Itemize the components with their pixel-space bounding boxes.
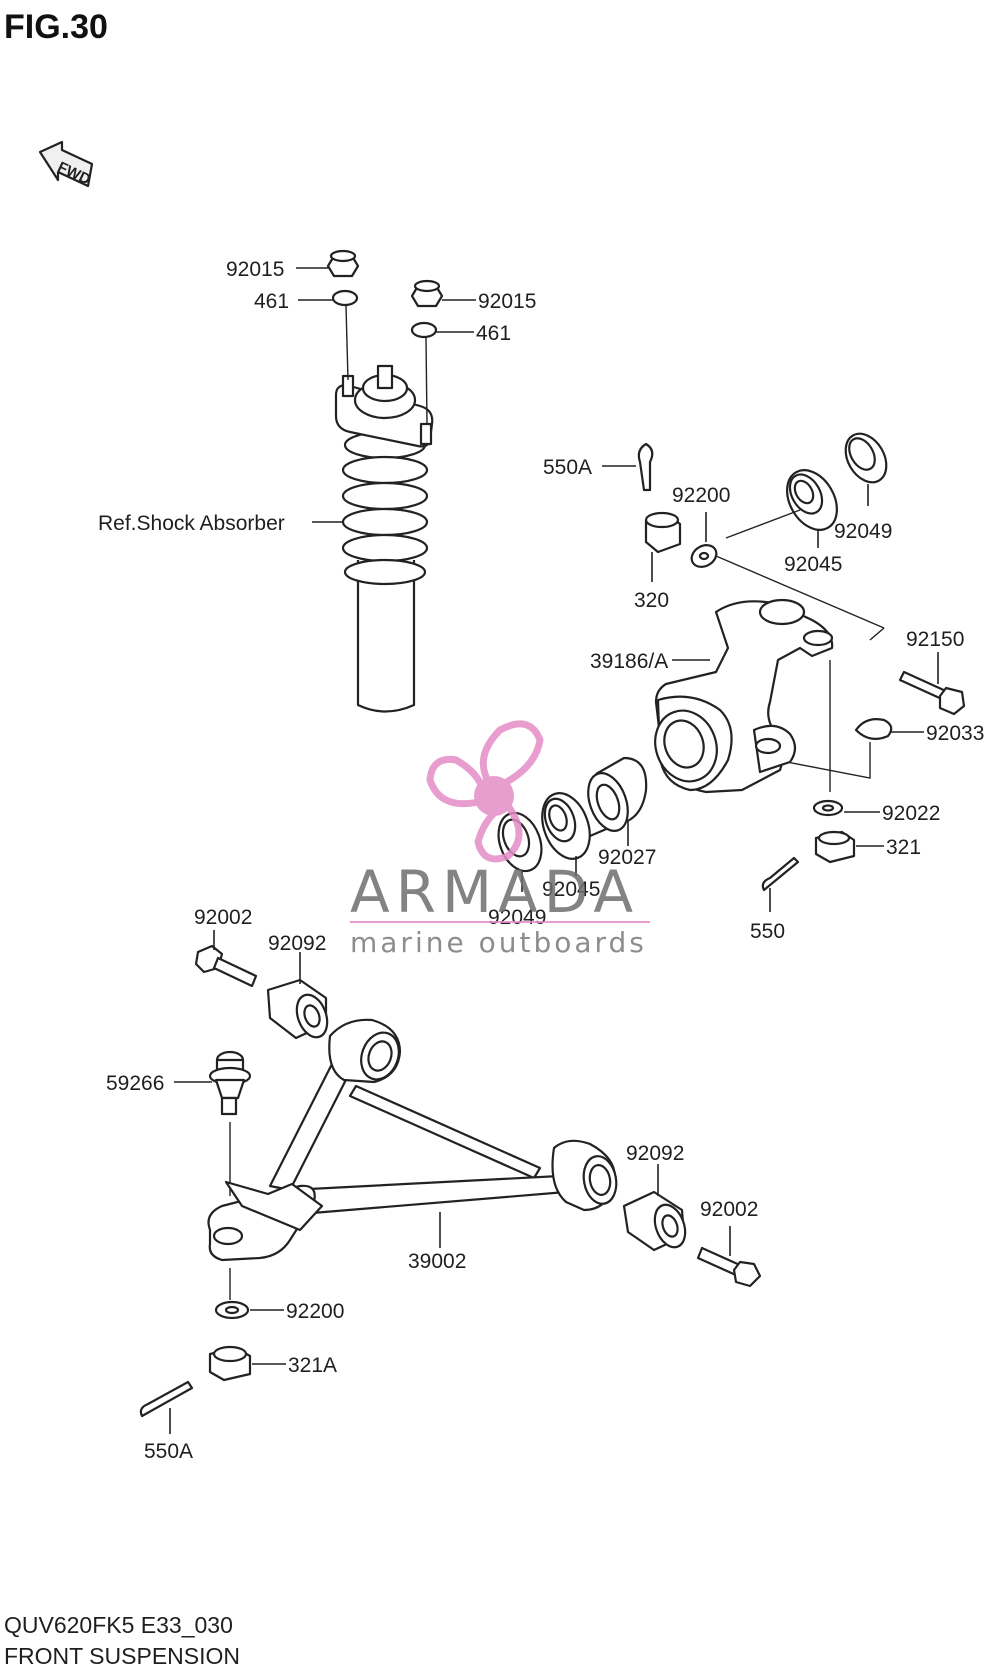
label-461-a: 461: [254, 290, 289, 313]
label-59266: 59266: [106, 1072, 164, 1095]
cotter-pin-550-illustration: [761, 856, 800, 892]
label-92150: 92150: [906, 628, 964, 651]
label-39186a: 39186/A: [590, 650, 668, 673]
label-shock-ref: Ref.Shock Absorber: [98, 512, 285, 535]
circlip-92033-illustration: [854, 718, 893, 741]
label-92049-bottom: 92049: [488, 906, 546, 929]
label-92002-left: 92002: [194, 906, 252, 929]
figure-title: FIG.30: [4, 8, 108, 46]
label-550: 550: [750, 920, 785, 943]
nut-92015-left-illustration: [326, 249, 360, 278]
label-92015-a: 92015: [226, 258, 284, 281]
label-461-b: 461: [476, 322, 511, 345]
castle-nut-320-illustration: [644, 511, 682, 554]
label-92002-right: 92002: [700, 1198, 758, 1221]
shock-absorber-illustration: [334, 364, 434, 713]
spacer-92027-illustration: [587, 756, 648, 838]
label-550a-bottom: 550A: [144, 1440, 193, 1463]
label-39002: 39002: [408, 1250, 466, 1273]
watermark-brand: ARMADA: [350, 858, 639, 926]
label-92200-bottom: 92200: [286, 1300, 344, 1323]
watermark-tagline: marine outboards: [350, 926, 647, 959]
label-92015-b: 92015: [478, 290, 536, 313]
propeller-logo-icon: [426, 720, 544, 863]
cotter-pin-550a-top-illustration: [637, 442, 654, 492]
seal-92049-top-illustration: [844, 432, 888, 484]
fwd-arrow-icon: FWD: [38, 140, 93, 188]
armada-watermark: ARMADA marine outboards: [350, 720, 650, 959]
label-92200-top: 92200: [672, 484, 730, 507]
label-321: 321: [886, 836, 921, 859]
label-92027: 92027: [598, 846, 656, 869]
label-92049-top: 92049: [834, 520, 892, 543]
ball-joint-59266-illustration: [208, 1050, 252, 1116]
bushing-92092-left-illustration: [266, 978, 329, 1040]
label-320: 320: [634, 589, 669, 612]
label-92033: 92033: [926, 722, 984, 745]
washer-461-right-illustration: [410, 321, 438, 339]
steering-knuckle-39186a-illustration: [654, 598, 834, 794]
footer-model-code: QUV620FK5 E33_030: [4, 1612, 233, 1638]
label-92045-bottom: 92045: [542, 878, 600, 901]
label-92045-top: 92045: [784, 553, 842, 576]
cotter-pin-550a-bottom-illustration: [139, 1380, 194, 1418]
nut-92015-right-illustration: [410, 279, 444, 308]
label-92092-left: 92092: [268, 932, 326, 955]
bolt-92002-right-illustration: [696, 1246, 762, 1288]
label-321a: 321A: [288, 1354, 337, 1377]
washer-461-left-illustration: [331, 289, 359, 307]
bolt-92002-left-illustration: [194, 944, 258, 988]
label-92092-right: 92092: [626, 1142, 684, 1165]
bolt-92150-illustration: [898, 670, 966, 716]
bearing-92045-bottom-illustration: [541, 792, 591, 860]
label-92022: 92022: [882, 802, 940, 825]
bushing-92092-right-illustration: [622, 1190, 687, 1252]
footer-section-name: FRONT SUSPENSION: [4, 1643, 240, 1669]
castle-nut-321a-illustration: [208, 1345, 252, 1382]
lower-a-arm-39002-illustration: [207, 1018, 618, 1262]
bearing-92045-top-illustration: [786, 469, 838, 531]
castle-nut-321-illustration: [814, 830, 856, 864]
label-550a-top: 550A: [543, 456, 592, 479]
